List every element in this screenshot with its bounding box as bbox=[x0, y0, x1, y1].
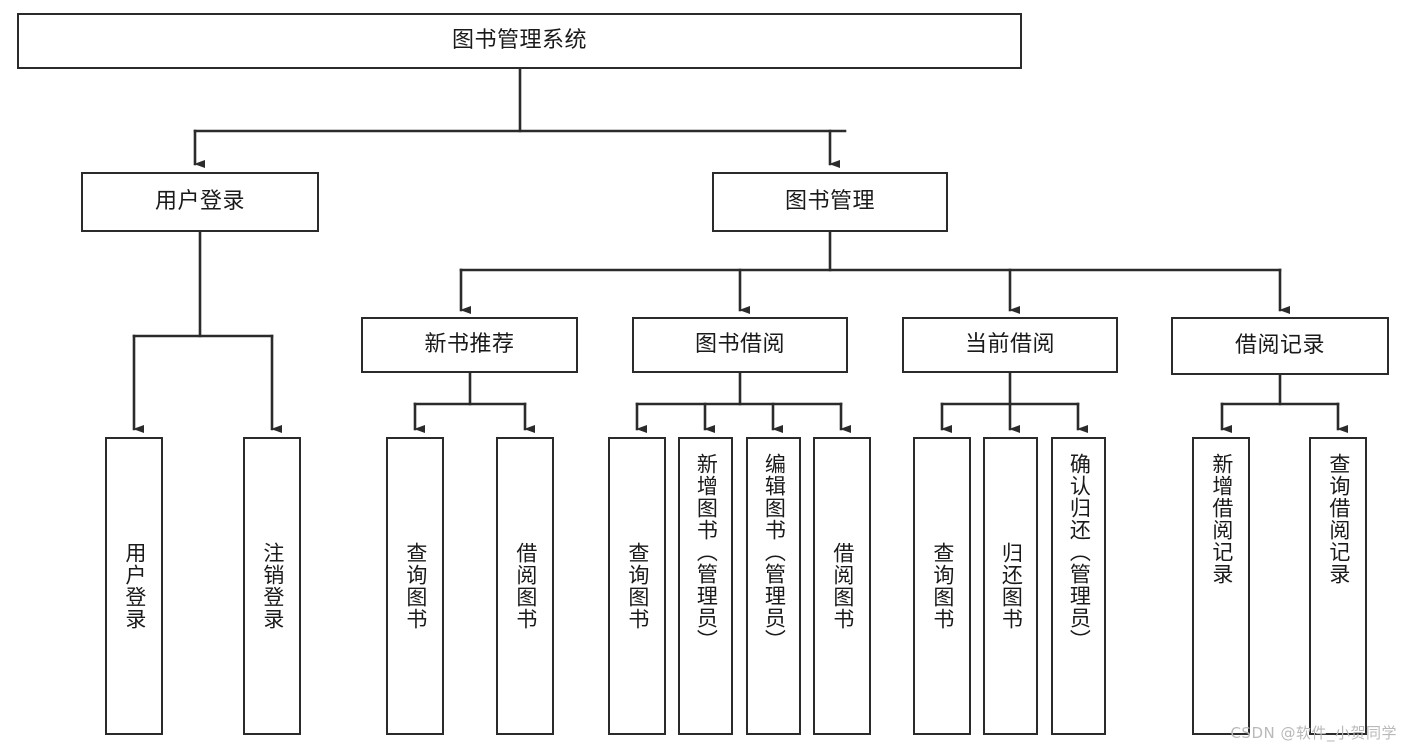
leaf-borrow-book-2[interactable]: 借阅图书 bbox=[813, 437, 871, 735]
leaf-add-book-label: 新增图书（管理员） bbox=[694, 453, 719, 651]
leaf-add-record-label: 新增借阅记录 bbox=[1209, 453, 1234, 585]
leaf-user-login[interactable]: 用户登录 bbox=[105, 437, 163, 735]
leaf-borrow-book-1-label: 借阅图书 bbox=[513, 542, 538, 630]
leaf-query-book-2-label: 查询图书 bbox=[625, 542, 650, 630]
node-book-borrow[interactable]: 图书借阅 bbox=[632, 317, 848, 373]
leaf-add-book[interactable]: 新增图书（管理员） bbox=[678, 437, 733, 735]
leaf-edit-book-label: 编辑图书（管理员） bbox=[762, 453, 787, 651]
node-new-book-recommend-label: 新书推荐 bbox=[424, 331, 515, 357]
node-book-management-label: 图书管理 bbox=[784, 188, 875, 214]
leaf-confirm-return[interactable]: 确认归还（管理员） bbox=[1051, 437, 1106, 735]
leaf-query-book-1-label: 查询图书 bbox=[403, 542, 428, 630]
leaf-query-book-3[interactable]: 查询图书 bbox=[913, 437, 971, 735]
node-current-borrow[interactable]: 当前借阅 bbox=[902, 317, 1118, 373]
node-borrow-record[interactable]: 借阅记录 bbox=[1171, 317, 1389, 375]
leaf-user-logout-label: 注销登录 bbox=[260, 542, 285, 630]
leaf-query-record-label: 查询借阅记录 bbox=[1326, 453, 1351, 585]
node-book-borrow-label: 图书借阅 bbox=[694, 331, 785, 357]
node-user-login-label: 用户登录 bbox=[154, 188, 245, 214]
leaf-user-login-label: 用户登录 bbox=[122, 542, 147, 630]
node-new-book-recommend[interactable]: 新书推荐 bbox=[361, 317, 578, 373]
leaf-query-record[interactable]: 查询借阅记录 bbox=[1309, 437, 1367, 735]
leaf-borrow-book-1[interactable]: 借阅图书 bbox=[496, 437, 554, 735]
node-borrow-record-label: 借阅记录 bbox=[1234, 332, 1325, 358]
node-book-management[interactable]: 图书管理 bbox=[712, 172, 948, 232]
leaf-return-book[interactable]: 归还图书 bbox=[983, 437, 1038, 735]
leaf-confirm-return-label: 确认归还（管理员） bbox=[1067, 453, 1092, 651]
leaf-return-book-label: 归还图书 bbox=[999, 542, 1024, 630]
node-root[interactable]: 图书管理系统 bbox=[17, 13, 1022, 69]
leaf-query-book-1[interactable]: 查询图书 bbox=[386, 437, 444, 735]
node-user-login[interactable]: 用户登录 bbox=[81, 172, 319, 232]
leaf-add-record[interactable]: 新增借阅记录 bbox=[1192, 437, 1250, 735]
leaf-edit-book[interactable]: 编辑图书（管理员） bbox=[746, 437, 801, 735]
node-current-borrow-label: 当前借阅 bbox=[964, 331, 1055, 357]
leaf-borrow-book-2-label: 借阅图书 bbox=[830, 542, 855, 630]
leaf-user-logout[interactable]: 注销登录 bbox=[243, 437, 301, 735]
leaf-query-book-3-label: 查询图书 bbox=[930, 542, 955, 630]
leaf-query-book-2[interactable]: 查询图书 bbox=[608, 437, 666, 735]
node-root-label: 图书管理系统 bbox=[451, 27, 587, 53]
